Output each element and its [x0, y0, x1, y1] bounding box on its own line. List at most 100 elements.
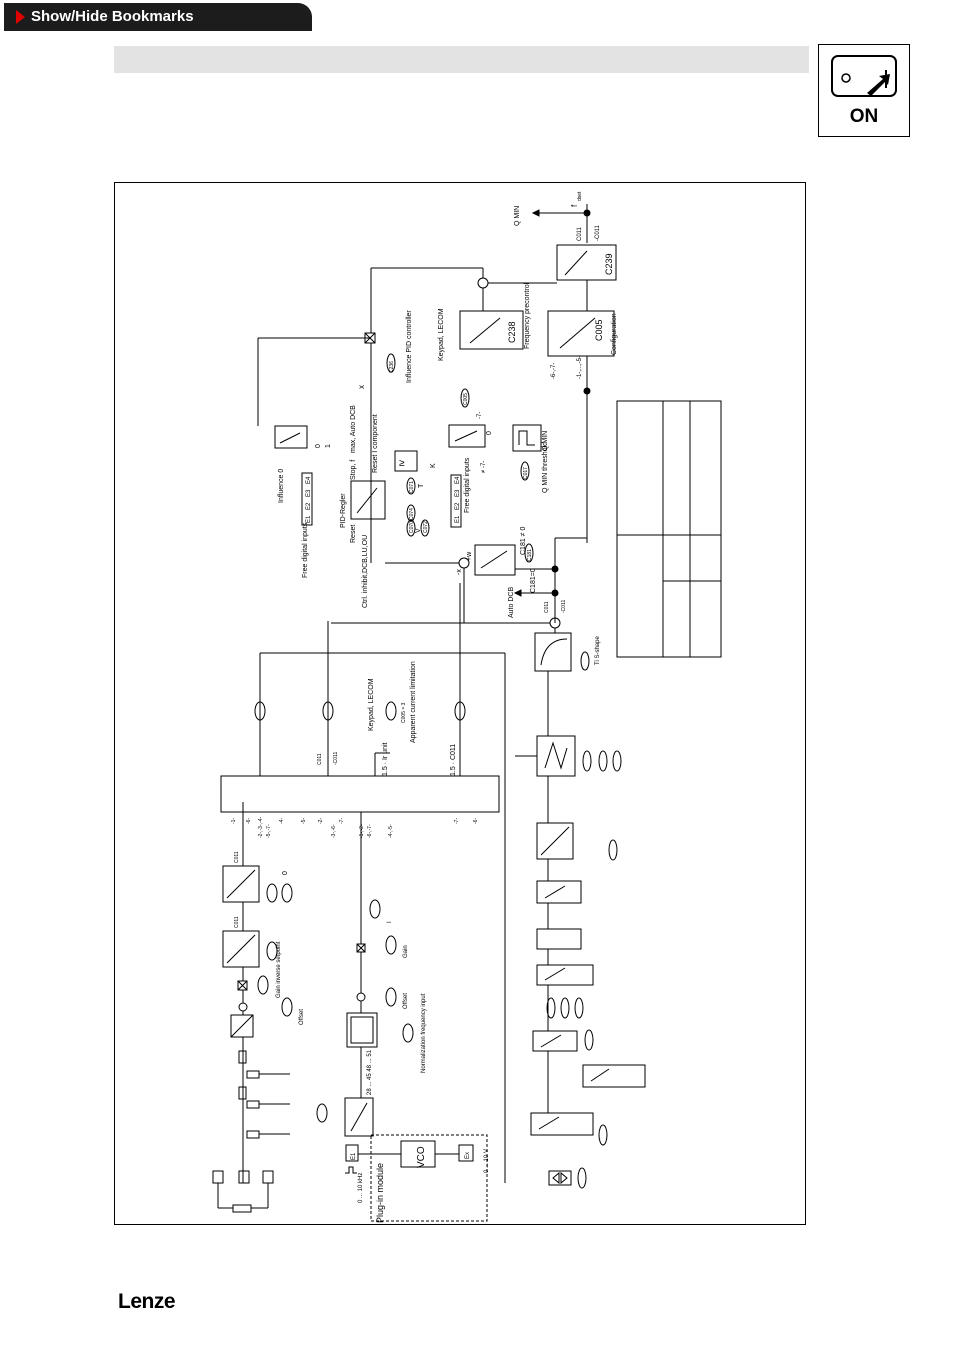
stop-max-label: Stop, f — [350, 460, 357, 480]
on-label: ON — [819, 106, 909, 128]
apparent-current-label: Apparent current limitation — [410, 661, 417, 743]
vp-label: V — [415, 528, 422, 533]
c011-15-label: 1.5 · C011 — [450, 744, 457, 776]
bus-block — [221, 776, 499, 812]
sel-m4-label: -4- — [279, 818, 285, 824]
lower-right-blocks — [515, 671, 645, 1188]
ge-symbol: ≥ — [399, 458, 405, 469]
sel-m5-7-label: -5-,-7- — [266, 824, 272, 838]
zero-label-b: 0 — [486, 431, 493, 435]
minus-x-label: -x — [456, 569, 463, 575]
switch-block-f — [533, 1031, 577, 1051]
c011-left-b: C011 — [234, 916, 240, 928]
keypad-lecom-mid-label: Keypad, LECOM — [368, 678, 375, 731]
switch-block-d — [537, 929, 581, 949]
freq-precontrol-label: Frequency precontrol — [524, 282, 531, 349]
gain-mid-label: Gain — [403, 945, 409, 958]
range-10khz-label: 0 ... 10 kHz — [358, 1173, 364, 1203]
bookmark-label: Show/Hide Bookmarks — [31, 8, 194, 25]
plug-in-module-area — [371, 1135, 487, 1221]
gain-inverse-label: Gain inverse setpoint — [276, 941, 282, 998]
ir-unit-label: 1.5 · Ir unit — [382, 742, 389, 776]
ex-label: Ex — [465, 1152, 471, 1159]
resistor-c — [247, 1071, 259, 1078]
keypad-lecom-top-label: Keypad, LECOM — [438, 308, 445, 361]
sel-m6-label: -6- — [246, 818, 252, 824]
fdset-sub-label: dset — [577, 191, 583, 201]
switch-block-g — [583, 1065, 645, 1087]
sel-m2-3-4-label: -2-,-3-,-4- — [258, 817, 264, 838]
c181-ne0-label: C181 ≠ 0 — [520, 527, 527, 555]
c011-neg-bus-label: -C011 — [333, 752, 339, 765]
c239-label: C239 — [604, 253, 614, 275]
auto-dcb-label: Auto DCB — [508, 587, 515, 618]
show-hide-bookmarks-button[interactable]: Show/Hide Bookmarks — [4, 3, 312, 31]
sel-m1-label: -1- — [231, 818, 237, 824]
sel-m3-6-label: -3-,-6- — [331, 824, 337, 838]
c011-neg-mid-label: -C011 — [561, 600, 567, 613]
c181-label: C181 — [527, 549, 533, 561]
e4-label-a: E4 — [306, 476, 312, 484]
c071-label: C071 — [409, 481, 415, 493]
tn-label: T — [418, 483, 425, 488]
c011-bus-label: C011 — [317, 753, 323, 765]
c017-label: C017 — [523, 467, 529, 479]
left-input-chain: C011 0 C011 Gain inverse setpoint Offset — [213, 802, 305, 1212]
c238-label: C238 — [507, 321, 517, 343]
e1-label-a: E1 — [306, 515, 312, 523]
c005-ref-label: C005 — [463, 393, 469, 405]
frequency-input-chain: Normalization frequency input Offset Gai… — [317, 812, 490, 1223]
c011-mid-label: C011 — [544, 601, 550, 613]
e2-label-b: E2 — [455, 502, 461, 510]
sel-m5-label: -5- — [301, 818, 307, 824]
c005-label: C005 — [594, 319, 604, 341]
xd-label: x — [357, 385, 366, 389]
free-digital-inputs-a: Free digital inputs — [302, 522, 309, 578]
normalization-label: Normalization frequency input — [421, 993, 427, 1073]
sel-m4-5-label: -4-,-5- — [388, 824, 394, 838]
resistor-d — [247, 1101, 259, 1108]
zero-label-a: 0 — [315, 444, 322, 448]
ctrl-inhibit-label: Ctrl. inhibit,DCB,LU,OU — [362, 535, 369, 608]
c072-label: C072 — [423, 521, 429, 533]
sel-6-7-label: -6-,-7- — [551, 363, 557, 379]
q-min-top-label: Q MIN — [514, 206, 521, 226]
influence-pid-label: Influence PID controller — [406, 310, 413, 383]
sel-m1-2-label: -1-,-2- — [359, 824, 365, 838]
sel-ne7-label: ≠ -7- — [481, 461, 487, 473]
e2-label-a: E2 — [306, 502, 312, 510]
c011-out-label: C011 — [577, 226, 583, 241]
e4-label-b: E4 — [455, 476, 461, 484]
block-diagram-frame: Q MIN f dset C011 -C011 C239 C005 Config… — [114, 182, 806, 1225]
e1-label-c: E1 — [351, 1152, 357, 1160]
potentiometer — [233, 1205, 251, 1212]
q-min-side-label: Q MIN — [542, 431, 549, 451]
kd-label: K — [430, 463, 437, 468]
c011-neg-out-label: -C011 — [595, 224, 601, 241]
free-digital-inputs-b: Free digital inputs — [464, 457, 471, 513]
configuration-label: Configuration — [611, 313, 618, 355]
sel-7-label: -7- — [477, 412, 483, 419]
c181-block — [475, 545, 515, 575]
one-label-a: 1 — [325, 444, 332, 448]
offset-mid-label: Offset — [403, 993, 409, 1009]
block-diagram: Q MIN f dset C011 -C011 C239 C005 Config… — [115, 183, 807, 1226]
ramp-block-a — [537, 736, 575, 776]
sel-m6-7-label: -6-,-7- — [367, 824, 373, 838]
c074-label: C074 — [409, 508, 415, 520]
resistor-e — [247, 1131, 259, 1138]
sel-m6b-label: -6- — [473, 818, 479, 824]
fdset-label: f — [570, 204, 579, 207]
c005-3-label: C005 = 3 — [401, 702, 407, 723]
zero-label-c: 0 — [282, 871, 289, 875]
c011-left-a: C011 — [234, 851, 240, 863]
reset-label: Reset — [350, 525, 357, 543]
plug-in-module-label: Plug-in module — [375, 1163, 385, 1223]
terminal-a — [213, 1171, 223, 1183]
switch-block-c — [537, 881, 581, 903]
sel-m7b-label: -7- — [454, 818, 460, 824]
terminals-label: 28 ... 45 48 ... 51 — [367, 1049, 373, 1095]
max-auto-dcb-label: max, Auto DCB — [350, 405, 357, 453]
range-10v-label: 0 ... 10 V — [484, 1149, 490, 1173]
power-on-button[interactable]: ON — [818, 44, 910, 137]
